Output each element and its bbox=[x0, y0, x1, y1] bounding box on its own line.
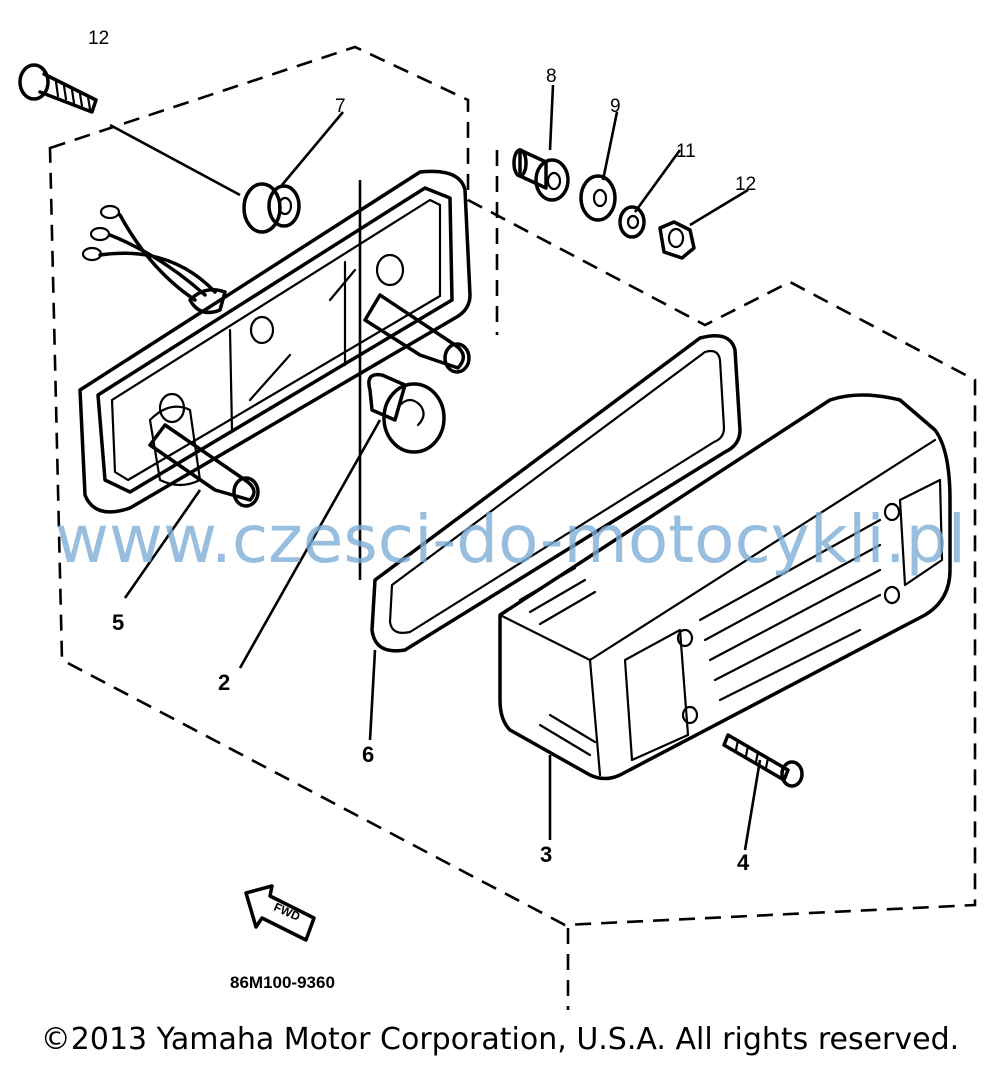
callout-9: 9 bbox=[610, 96, 621, 117]
assembly-boundary bbox=[48, 45, 977, 1010]
callout-3: 3 bbox=[540, 842, 552, 867]
copyright-notice: ©2013 Yamaha Motor Corporation, U.S.A. A… bbox=[40, 1022, 960, 1057]
callout-6: 6 bbox=[362, 742, 374, 767]
part-11-lock-washer bbox=[618, 205, 646, 239]
watermark: www.czesci-do-motocykli.pl bbox=[55, 501, 966, 578]
callout-4: 4 bbox=[737, 850, 750, 875]
callout-8: 8 bbox=[546, 66, 557, 87]
part-8-collar bbox=[512, 148, 570, 202]
callout-12: 12 bbox=[735, 174, 756, 195]
part-10-bolt bbox=[18, 63, 98, 114]
part-4-screw bbox=[722, 733, 804, 788]
callout-10: 12 bbox=[88, 28, 109, 49]
callout-2: 2 bbox=[218, 670, 230, 695]
fwd-label: FWD bbox=[272, 900, 303, 924]
callouts: 12 7 8 9 11 12 5 2 6 3 4 bbox=[88, 28, 756, 875]
part-9-washer bbox=[579, 174, 617, 222]
part-12-nut bbox=[658, 220, 696, 260]
callout-7: 7 bbox=[335, 96, 346, 117]
part-5-lamp-base bbox=[78, 169, 472, 514]
leader-lines bbox=[109, 84, 762, 851]
callout-11: 11 bbox=[676, 141, 696, 162]
part-3-lens bbox=[498, 393, 952, 781]
part-7-grommet bbox=[242, 182, 301, 234]
part-6-gasket bbox=[370, 334, 742, 653]
forward-arrow-icon: FWD bbox=[244, 884, 316, 942]
drawing-code: 86M100-9360 bbox=[230, 973, 335, 992]
callout-5: 5 bbox=[112, 610, 124, 635]
part-2-bulb bbox=[367, 372, 446, 454]
